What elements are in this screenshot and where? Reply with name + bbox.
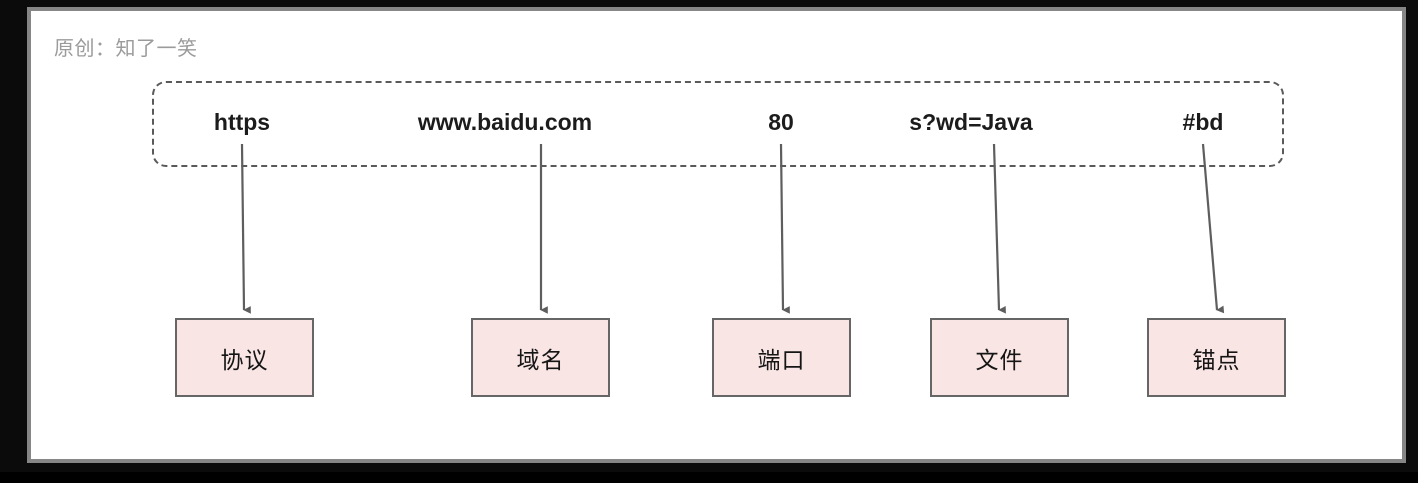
url-dashed-container [152,81,1284,167]
component-box-file[interactable]: 文件 [930,318,1069,397]
watermark-text: 原创：知了一笑 [54,38,198,60]
component-label-protocol: 协议 [220,346,269,373]
component-box-anchor[interactable]: 锚点 [1147,318,1286,397]
component-box-port[interactable]: 端口 [712,318,851,397]
arrow-protocol [240,143,251,314]
arrow-file [992,143,1006,314]
url-part-port: 80 [768,109,794,135]
component-label-file: 文件 [975,346,1024,373]
component-box-protocol[interactable]: 协议 [175,318,314,397]
url-part-anchor: #bd [1182,109,1224,135]
url-part-protocol: https [213,109,271,135]
component-label-domain: 域名 [516,346,565,373]
diagram-canvas: 原创：知了一笑 https www.baidu.com 80 s?wd=Java… [0,0,1418,472]
url-part-domain: www.baidu.com [417,109,593,135]
arrow-port [779,143,790,314]
diagram-frame: 原创：知了一笑 https www.baidu.com 80 s?wd=Java… [27,7,1406,463]
component-label-port: 端口 [757,346,806,373]
arrow-anchor [1201,143,1225,314]
component-label-anchor: 锚点 [1192,346,1241,373]
url-part-file: s?wd=Java [909,109,1033,135]
component-box-domain[interactable]: 域名 [471,318,610,397]
